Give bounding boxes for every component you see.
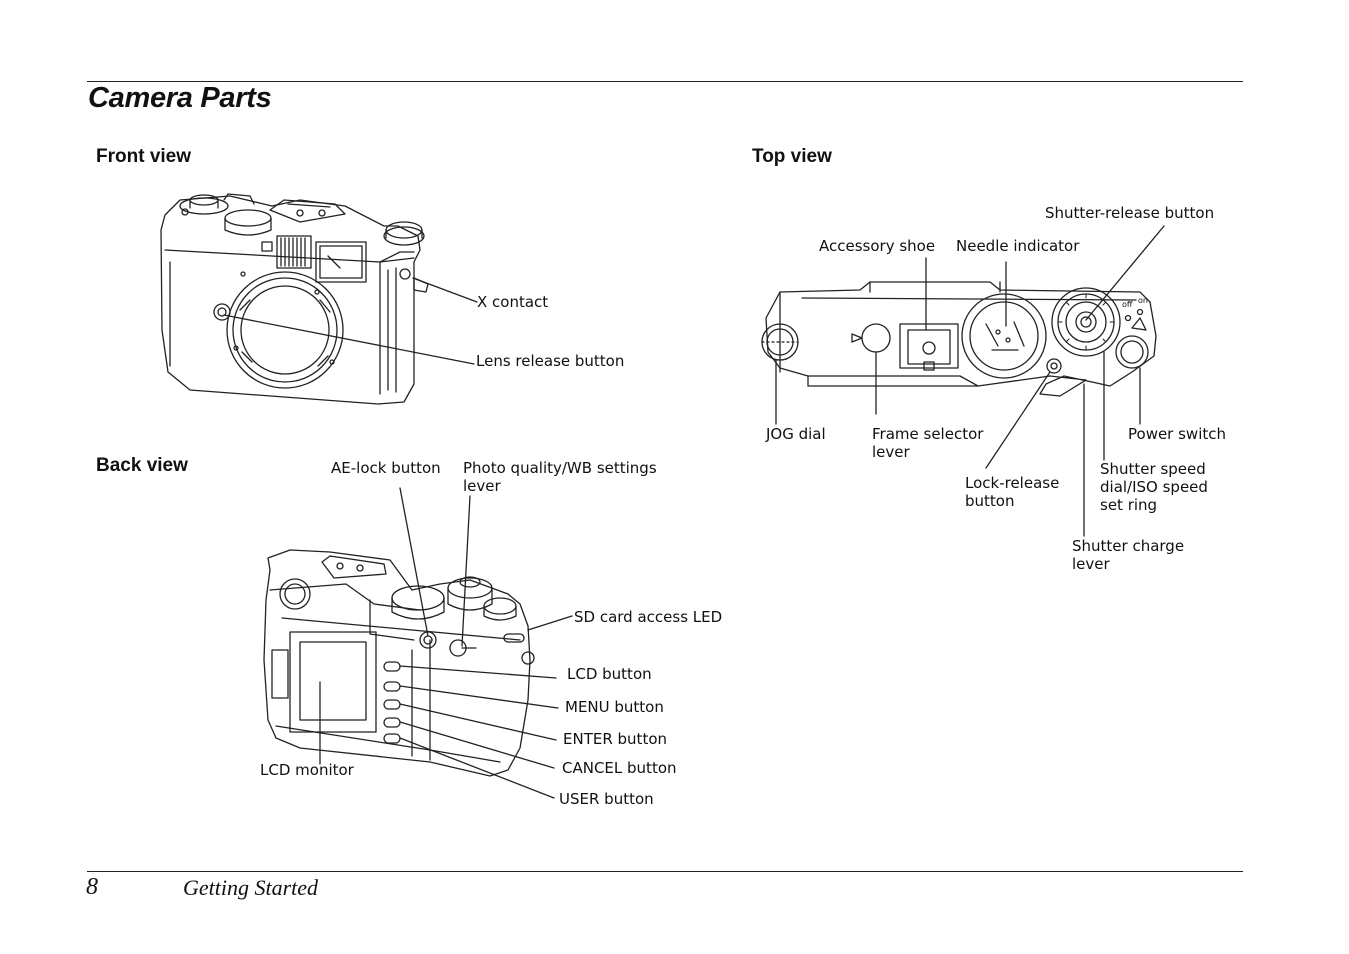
- top-view-heading: Top view: [752, 146, 832, 167]
- shutter-speed-dial-label: Shutter speed dial/ISO speed set ring: [1100, 460, 1208, 514]
- front-view-heading: Front view: [96, 146, 192, 167]
- lcd-button-label: LCD button: [567, 665, 652, 683]
- photo-quality-lever-line1: Photo quality/WB settings: [463, 459, 657, 477]
- page-title: Camera Parts: [88, 82, 272, 114]
- x-contact-label: X contact: [477, 293, 549, 311]
- shutter-speed-dial-line1: Shutter speed: [1100, 460, 1206, 478]
- lock-release-button-line2: button: [965, 492, 1015, 510]
- front-view-camera-drawing: [160, 193, 478, 405]
- page-number: 8: [86, 874, 98, 900]
- needle-indicator-label: Needle indicator: [956, 237, 1080, 255]
- back-view-camera-drawing: [263, 487, 573, 799]
- frame-selector-lever-line2: lever: [872, 443, 910, 461]
- enter-button-label: ENTER button: [563, 730, 668, 748]
- back-view-heading: Back view: [96, 455, 188, 476]
- shutter-speed-dial-line2: dial/ISO speed: [1100, 478, 1208, 496]
- off-mark: off: [1122, 300, 1133, 309]
- photo-quality-lever-line2: lever: [463, 477, 501, 495]
- sd-card-access-led-label: SD card access LED: [574, 608, 723, 626]
- frame-selector-lever-line1: Frame selector: [872, 425, 984, 443]
- top-rule: [87, 81, 1243, 82]
- user-button-label: USER button: [559, 790, 654, 808]
- on-mark: on: [1138, 296, 1148, 305]
- jog-dial-label: JOG dial: [766, 425, 826, 443]
- lock-release-button-line1: Lock-release: [965, 474, 1060, 492]
- shutter-speed-dial-line3: set ring: [1100, 496, 1158, 514]
- accessory-shoe-label: Accessory shoe: [819, 237, 936, 255]
- ae-lock-button-label: AE-lock button: [331, 459, 441, 477]
- section-footer: Getting Started: [183, 875, 319, 900]
- cancel-button-label: CANCEL button: [562, 759, 677, 777]
- shutter-charge-lever-line2: lever: [1072, 555, 1110, 573]
- menu-button-label: MENU button: [565, 698, 664, 716]
- frame-selector-lever-label: Frame selector lever: [872, 425, 983, 461]
- photo-quality-lever-label: Photo quality/WB settings lever: [463, 459, 657, 495]
- lens-release-button-label: Lens release button: [476, 352, 625, 370]
- shutter-charge-lever-line1: Shutter charge: [1072, 537, 1185, 555]
- lock-release-button-label: Lock-release button: [965, 474, 1059, 510]
- bottom-rule: [87, 871, 1243, 872]
- lcd-monitor-label: LCD monitor: [260, 761, 354, 779]
- power-switch-label: Power switch: [1128, 425, 1227, 443]
- shutter-charge-lever-label: Shutter charge lever: [1072, 537, 1184, 573]
- top-view-camera-drawing: [761, 225, 1165, 537]
- shutter-release-button-label: Shutter-release button: [1045, 204, 1215, 222]
